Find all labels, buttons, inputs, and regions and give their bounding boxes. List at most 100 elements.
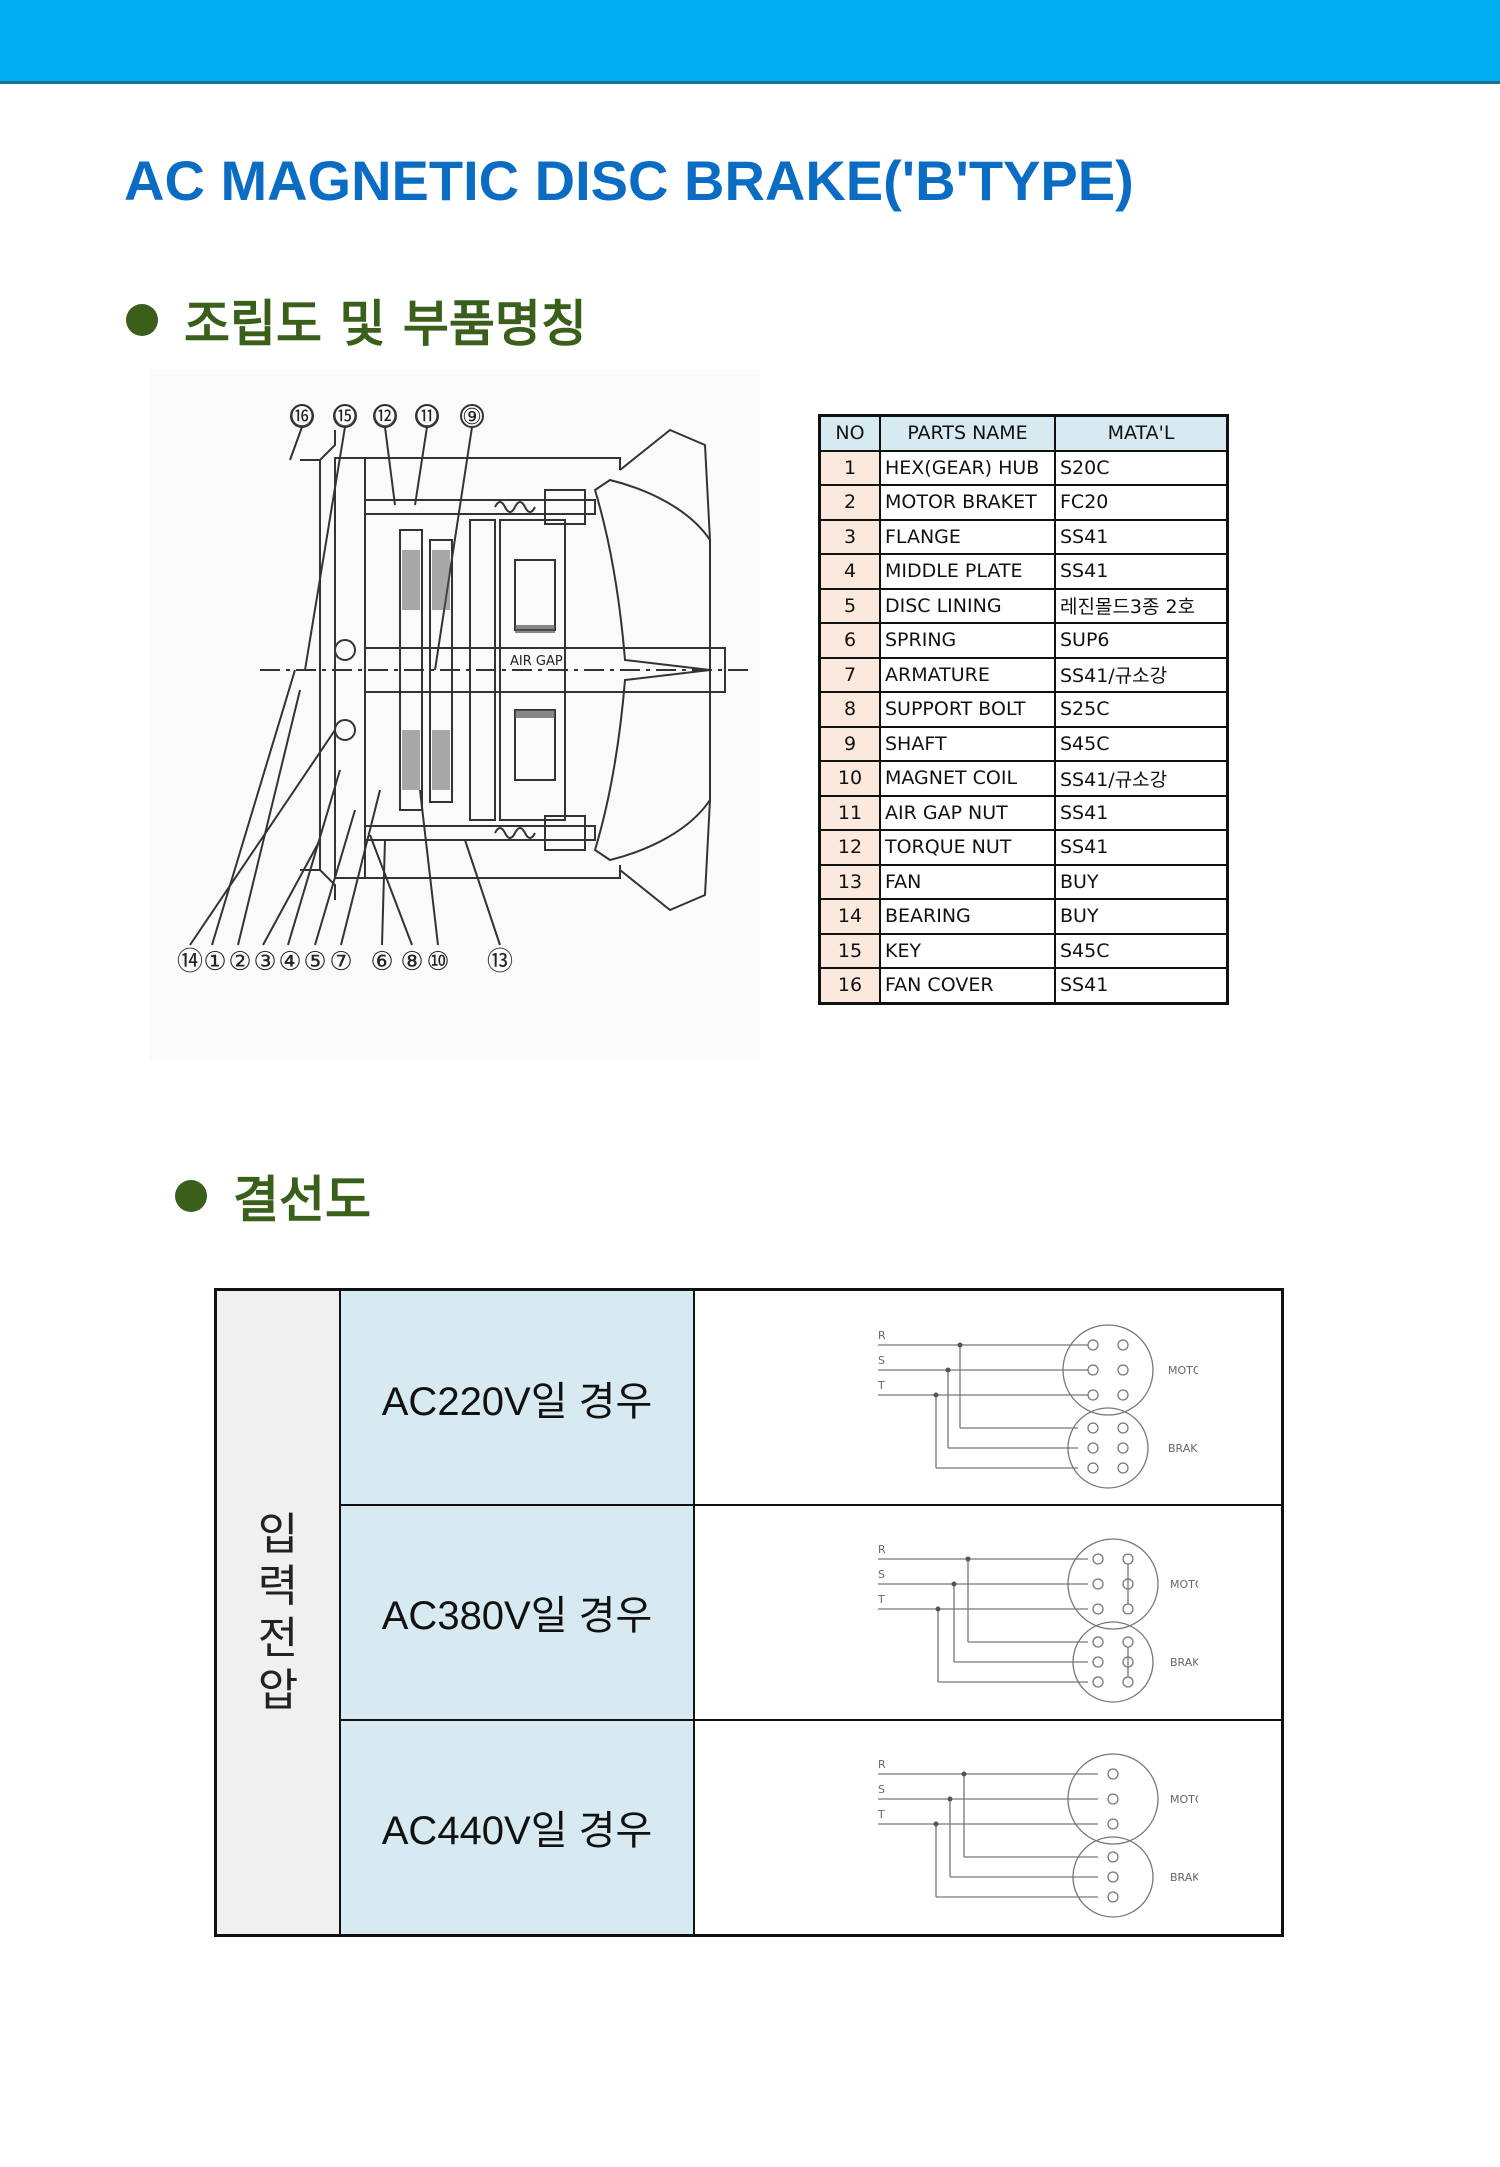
part-material: SS41/규소강 [1054,656,1229,693]
wiring-diagram-cell: R S T MOTOR BRAKE [693,1288,1284,1507]
part-material: SS41/규소강 [1054,760,1229,797]
part-name: KEY [879,932,1056,969]
part-material: SUP6 [1054,622,1229,659]
wiring-section-heading: 결선도 [175,1160,371,1232]
part-material: SS41 [1054,553,1229,590]
callout-12: ⑫ [374,405,396,430]
part-no: 8 [818,691,881,728]
part-material: BUY [1054,898,1229,935]
wiring-diagram-440v: R S T MOTOR BRAKE [877,1753,1198,1919]
label-motor: MOTOR [1170,1578,1198,1591]
part-name: MIDDLE PLATE [879,553,1056,590]
part-material: FC20 [1054,484,1229,521]
label-brake: BRAKE [1168,1442,1198,1455]
label-t: T [877,1379,885,1392]
part-no: 6 [818,622,881,659]
header-material: MATA'L [1054,414,1229,452]
assembly-drawing: ⑯ ⑮ ⑫ ⑪ ⑨ ⑭ ① ② ③ ④ ⑤ ⑦ ⑥ ⑧ ⑩ ⑬ AIR GAP [150,370,760,1060]
label-r: R [878,1543,886,1556]
assembly-heading-text: 조립도 및 부품명칭 [184,295,587,353]
label-brake: BRAKE [1170,1871,1198,1884]
part-no: 13 [818,863,881,900]
part-material: BUY [1054,863,1229,900]
air-gap-label: AIR GAP [510,654,563,669]
label-s: S [878,1354,885,1367]
part-material: SS41 [1054,967,1229,1004]
callout-6: ⑥ [370,947,393,977]
wiring-table: 입력전압 AC220V일 경우 [214,1288,1284,1937]
callout-14: ⑭ [177,947,203,977]
wiring-diagram-220v: R S T MOTOR BRAKE [877,1323,1198,1489]
part-no: 14 [818,898,881,935]
label-motor: MOTOR [1170,1793,1198,1806]
assembly-section-heading: 조립도 및 부품명칭 [126,284,587,356]
part-name: SPRING [879,622,1056,659]
part-name: DISC LINING [879,587,1056,624]
parts-table-header: NO PARTS NAME MATA'L [818,414,1229,452]
part-no: 2 [818,484,881,521]
part-material: S45C [1054,932,1229,969]
part-name: FAN [879,863,1056,900]
case-label: AC220V일 경우 [339,1288,695,1507]
part-no: 15 [818,932,881,969]
callout-15: ⑮ [334,405,356,430]
part-no: 12 [818,829,881,866]
part-no: 11 [818,794,881,831]
callout-10: ⑩ [426,947,449,977]
part-no: 16 [818,967,881,1004]
label-t: T [877,1808,885,1821]
part-no: 7 [818,656,881,693]
table-row: AC380V일 경우 [216,1504,1284,1721]
callout-5: ⑤ [303,947,326,977]
header-no: NO [818,414,881,452]
part-name: SHAFT [879,725,1056,762]
label-s: S [878,1568,885,1581]
part-name: TORQUE NUT [879,829,1056,866]
part-name: FAN COVER [879,967,1056,1004]
part-name: AIR GAP NUT [879,794,1056,831]
part-name: HEX(GEAR) HUB [879,449,1056,486]
part-no: 1 [818,449,881,486]
wiring-diagram-cell: R S T MOTOR BRAKE [693,1718,1284,1937]
table-row: 입력전압 AC220V일 경우 [214,1288,1284,1937]
label-r: R [878,1329,886,1342]
callout-11: ⑪ [416,405,438,430]
top-banner [0,0,1500,84]
header-parts-name: PARTS NAME [879,414,1056,452]
part-material: S45C [1054,725,1229,762]
part-material: S25C [1054,691,1229,728]
case-label: AC380V일 경우 [339,1504,695,1721]
bullet-icon [126,304,158,336]
part-name: BEARING [879,898,1056,935]
callout-2: ② [228,947,251,977]
part-material: S20C [1054,449,1229,486]
part-material: SS41 [1054,829,1229,866]
part-material: SS41 [1054,518,1229,555]
label-r: R [878,1758,886,1771]
part-material: 레진몰드3종 2호 [1054,587,1229,624]
callout-13: ⑬ [487,947,513,977]
page-title: AC MAGNETIC DISC BRAKE('B'TYPE) [124,149,1134,212]
case-label: AC440V일 경우 [339,1718,695,1937]
label-s: S [878,1783,885,1796]
part-name: FLANGE [879,518,1056,555]
label-t: T [877,1593,885,1606]
label-motor: MOTOR [1168,1364,1198,1377]
part-name: MAGNET COIL [879,760,1056,797]
callout-3: ③ [253,947,276,977]
wiring-heading-text: 결선도 [233,1171,371,1229]
callout-7: ⑦ [329,947,352,977]
part-name: MOTOR BRAKET [879,484,1056,521]
